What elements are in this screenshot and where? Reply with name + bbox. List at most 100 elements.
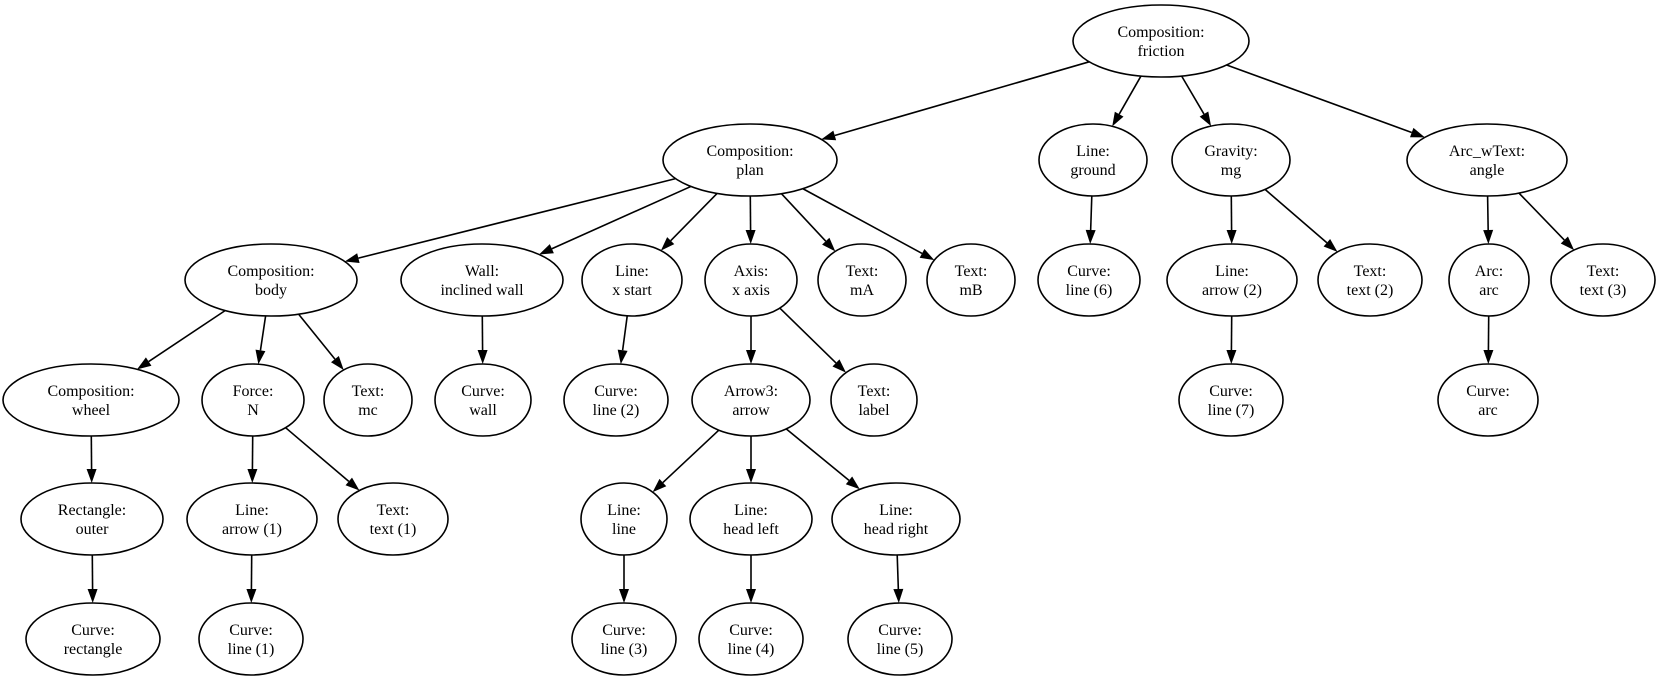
- node-ellipse: [831, 482, 961, 556]
- node-label: Curve:line (7): [1208, 383, 1255, 419]
- node-ellipse: [337, 482, 449, 556]
- node-ellipse: [1038, 123, 1148, 197]
- node-body: Composition:body: [184, 243, 358, 317]
- edge-arrowhead-icon: [86, 468, 97, 484]
- node-label: Line:line: [607, 502, 641, 538]
- edge-arrowhead-icon: [821, 130, 837, 141]
- node-plan: Composition:plan: [662, 123, 838, 197]
- edge-arc-curve-arc: [1483, 315, 1494, 365]
- node-label: Curve:line (2): [593, 383, 640, 419]
- edge-arrowhead-icon: [746, 589, 756, 603]
- edge-arrowhead-icon: [1483, 349, 1494, 365]
- node-ellipse: [581, 243, 683, 317]
- edge-outer-curve-rectangle: [87, 554, 98, 604]
- node-mg: Gravity:mg: [1171, 123, 1291, 197]
- node-ellipse: [323, 363, 413, 437]
- node-ellipse: [563, 363, 669, 437]
- node-label: Composition:wheel: [47, 383, 134, 419]
- edge-body-mc: [297, 313, 344, 370]
- node-label: Gravity:mg: [1204, 143, 1257, 179]
- edge-line-arrow-1-curve-line-1: [246, 554, 257, 604]
- edge-line: [1180, 75, 1205, 115]
- node-outer: Rectangle:outer: [20, 482, 164, 556]
- node-label: Arc:arc: [1475, 263, 1503, 299]
- node-label: Line:arrow (2): [1202, 263, 1262, 299]
- node-label: Text:mB: [955, 263, 988, 299]
- node-friction: Composition:friction: [1072, 4, 1250, 78]
- edge-arrowhead-icon: [652, 478, 667, 493]
- edge-arrowhead-icon: [660, 237, 675, 251]
- node-force-n: Force:N: [201, 363, 305, 437]
- node-ellipse: [400, 243, 564, 317]
- node-ellipse: [1166, 243, 1298, 317]
- edge-force-n-line-arrow-1: [247, 435, 258, 484]
- edge-line: [358, 177, 676, 259]
- node-curve-line-1: Curve:line (1): [198, 602, 304, 676]
- node-curve-line-6: Curve:line (6): [1037, 243, 1141, 317]
- node-ellipse: [186, 482, 318, 556]
- node-x-start: Line:x start: [581, 243, 683, 317]
- edge-arrowhead-icon: [477, 349, 488, 365]
- node-ellipse: [1171, 123, 1291, 197]
- node-label: Composition:body: [227, 263, 314, 299]
- edge-arrowhead-icon: [255, 349, 266, 365]
- node-label: Curve:line (6): [1066, 263, 1113, 299]
- edge-body-force-n: [255, 315, 267, 365]
- node-mB: Text:mB: [926, 243, 1016, 317]
- node-ellipse: [571, 602, 677, 676]
- edge-line-line-curve-line-3: [619, 555, 629, 603]
- node-ellipse: [2, 363, 180, 437]
- node-ellipse: [926, 243, 1016, 317]
- edge-arrowhead-icon: [1410, 127, 1425, 138]
- edge-arrowhead-icon: [1085, 229, 1096, 245]
- edge-arrow3-head-left: [746, 436, 756, 483]
- edge-plan-x-axis: [745, 195, 756, 245]
- edge-line: [148, 309, 226, 363]
- edge-arrowhead-icon: [331, 355, 344, 370]
- edge-arrowhead-icon: [539, 244, 554, 255]
- node-curve-line-4: Curve:line (4): [698, 602, 804, 676]
- edge-head-left-curve-line-4: [746, 555, 756, 603]
- node-label: Arrow3:arrow: [724, 383, 778, 419]
- node-curve-line-7: Curve:line (7): [1178, 363, 1284, 437]
- node-ellipse: [1072, 4, 1250, 78]
- node-ellipse: [689, 482, 813, 556]
- edge-line: [297, 313, 336, 360]
- node-curve-rectangle: Curve:rectangle: [25, 602, 161, 676]
- edge-plan-mA: [780, 193, 836, 252]
- node-curve-wall: Curve:wall: [434, 363, 532, 437]
- node-ellipse: [704, 243, 798, 317]
- node-label: Text:text (1): [370, 502, 417, 538]
- edge-arrowhead-icon: [137, 357, 152, 370]
- edge-line: [785, 428, 850, 482]
- node-label: Force:N: [233, 383, 274, 419]
- edge-line: [779, 307, 837, 364]
- edge-mg-line-arrow-2: [1226, 195, 1237, 245]
- node-ellipse: [1178, 363, 1284, 437]
- edge-line: [259, 315, 267, 351]
- edge-inclined-wall-curve-wall: [477, 315, 488, 365]
- node-text-2: Text:text (2): [1317, 243, 1423, 317]
- edge-line: [1089, 195, 1093, 231]
- edge-friction-plan: [821, 61, 1090, 141]
- edge-x-start-curve-line-2: [617, 315, 629, 365]
- node-ellipse: [1037, 243, 1141, 317]
- node-ground: Line:ground: [1038, 123, 1148, 197]
- node-label: Curve:arc: [1466, 383, 1510, 419]
- edge-arrowhead-icon: [919, 249, 935, 261]
- edge-plan-body: [344, 177, 676, 263]
- node-label: Text:mc: [352, 383, 385, 419]
- edge-ground-curve-line-6: [1085, 195, 1096, 245]
- edge-line: [621, 315, 629, 351]
- edge-line: [834, 61, 1090, 137]
- node-label: Line:head right: [864, 502, 929, 538]
- edge-friction-mg: [1180, 75, 1212, 127]
- node-label: Line:ground: [1070, 143, 1115, 179]
- node-ellipse: [830, 363, 918, 437]
- edge-wheel-outer: [86, 435, 97, 484]
- node-label: Curve:line (3): [601, 622, 648, 658]
- edge-line: [896, 554, 900, 590]
- edge-arrowhead-icon: [822, 237, 836, 252]
